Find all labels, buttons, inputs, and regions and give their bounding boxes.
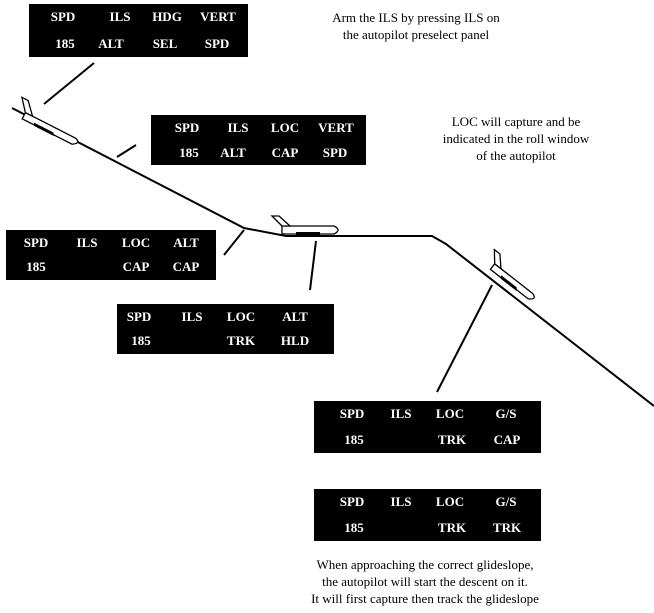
fma-cell: LOC	[270, 120, 300, 135]
loc-capture-note: LOC will capture and be indicated in the…	[396, 113, 636, 164]
arm-ils-note: Arm the ILS by pressing ILS on the autop…	[296, 9, 536, 43]
fma-cell: TRK	[492, 520, 522, 535]
fma-panel-1: SPD ILS HDG VERT 185 ALT SEL SPD	[29, 4, 248, 57]
aircraft-icon	[20, 96, 79, 145]
fma-cell: ALT	[98, 36, 124, 51]
leader-line-p5	[436, 284, 493, 393]
fma-cell: ILS	[76, 235, 98, 250]
fma-cell: G/S	[495, 494, 517, 509]
fma-panel-3: SPD ILS LOC ALT 185 CAP CAP	[6, 230, 216, 280]
fma-cell: HDG	[152, 9, 182, 24]
fma-cell: 185	[131, 333, 151, 348]
note-line: the autopilot will start the descent on …	[322, 574, 528, 589]
fma-cell: G/S	[495, 406, 517, 421]
note-line: Arm the ILS by pressing ILS on	[332, 10, 500, 25]
fma-cell: ILS	[181, 309, 203, 324]
note-line: indicated in the roll window	[442, 131, 590, 146]
fma-cell: LOC	[435, 406, 465, 421]
fma-cell: ILS	[109, 9, 131, 24]
fma-cell: ILS	[227, 120, 249, 135]
leader-line-p2	[116, 144, 137, 158]
fma-cell: LOC	[435, 494, 465, 509]
fma-cell: CAP	[172, 259, 200, 274]
fma-panel-4: SPD ILS LOC ALT 185 TRK HLD	[117, 304, 334, 354]
fma-cell: 185	[26, 259, 46, 274]
fma-cell: ILS	[390, 494, 412, 509]
fma-cell: SPD	[174, 120, 200, 135]
fma-panel-6: SPD ILS LOC G/S 185 TRK TRK	[314, 489, 541, 541]
glideslope-note: When approaching the correct glideslope,…	[250, 556, 600, 607]
fma-cell: TRK	[437, 432, 467, 447]
note-line: LOC will capture and be	[451, 114, 581, 129]
note-line: the autopilot preselect panel	[342, 27, 490, 42]
fma-cell: ILS	[390, 406, 412, 421]
fma-cell: SPD	[339, 494, 365, 509]
fma-cell: ALT	[220, 145, 246, 160]
fma-cell: LOC	[121, 235, 151, 250]
fma-cell: 185	[179, 145, 199, 160]
leader-line-p1	[43, 62, 95, 105]
fma-cell: HLD	[280, 333, 310, 348]
fma-panel-2: SPD ILS LOC VERT 185 ALT CAP SPD	[151, 115, 366, 165]
fma-cell: CAP	[271, 145, 299, 160]
fma-cell: CAP	[122, 259, 150, 274]
note-line: It will first capture then track the gli…	[311, 591, 539, 606]
fma-cell: VERT	[318, 120, 354, 135]
fma-cell: TRK	[226, 333, 256, 348]
fma-cell: 185	[344, 520, 364, 535]
fma-cell: LOC	[226, 309, 256, 324]
aircraft-icon	[489, 248, 535, 300]
note-line: of the autopilot	[476, 148, 556, 163]
leader-line-p3	[223, 229, 245, 256]
fma-panel-5: SPD ILS LOC G/S 185 TRK CAP	[314, 401, 541, 453]
fma-cell: SPD	[23, 235, 49, 250]
fma-cell: SPD	[50, 9, 76, 24]
fma-cell: SPD	[126, 309, 152, 324]
fma-cell: CAP	[493, 432, 521, 447]
fma-cell: 185	[344, 432, 364, 447]
fma-cell: SPD	[339, 406, 365, 421]
fma-cell: SEL	[152, 36, 178, 51]
fma-cell: VERT	[200, 9, 236, 24]
flight-path	[11, 107, 654, 407]
fma-cell: TRK	[437, 520, 467, 535]
fma-cell: SPD	[322, 145, 348, 160]
note-line: When approaching the correct glideslope,	[316, 557, 534, 572]
leader-line-p4	[309, 240, 317, 291]
fma-cell: ALT	[173, 235, 199, 250]
fma-cell: ALT	[282, 309, 308, 324]
aircraft-icon	[270, 215, 339, 236]
fma-cell: SPD	[204, 36, 230, 51]
fma-cell: 185	[55, 36, 75, 51]
